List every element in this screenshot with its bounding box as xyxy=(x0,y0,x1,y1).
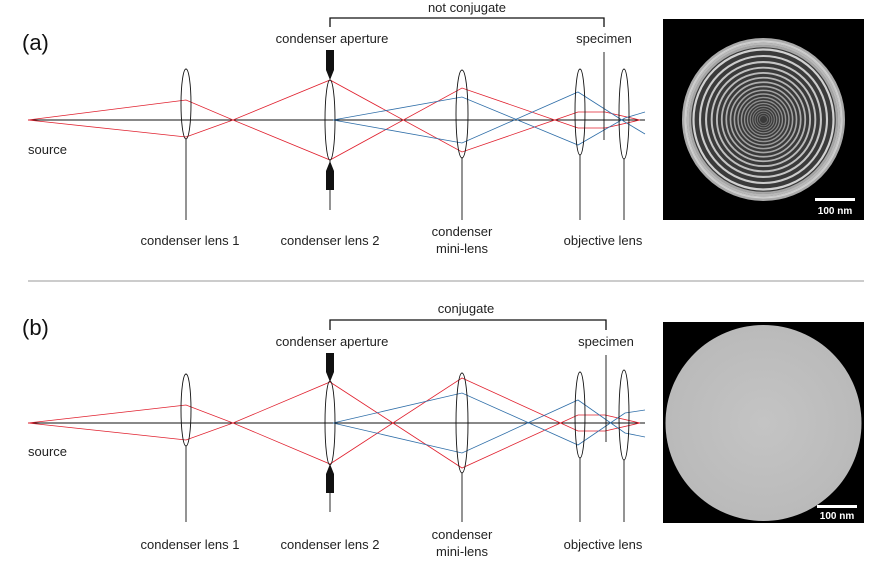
panel-a-aperture-blade-top xyxy=(326,50,334,80)
panel-b-condenser-lens-2-label: condenser lens 2 xyxy=(280,537,379,552)
panel-a-aperture-blade-bottom xyxy=(326,161,334,190)
panel-a-aperture-label: condenser aperture xyxy=(276,31,389,46)
panel-a-bracket-label: not conjugate xyxy=(428,0,506,15)
panel-b-objective-lens-label: objective lens xyxy=(564,537,643,552)
panel-b-scale-bar xyxy=(817,505,857,508)
panel-b-aperture-blade-top xyxy=(326,353,334,382)
panel-b-bracket: conjugate xyxy=(329,301,607,330)
panel-b-micrograph: 100 nm xyxy=(663,322,864,523)
panel-b-bracket-label: conjugate xyxy=(438,301,494,316)
panel-b-specimen-label: specimen xyxy=(578,334,634,349)
panel-a-scale-bar xyxy=(815,198,855,201)
panel-b-condenser-mini-lens xyxy=(455,372,469,522)
panel-a-micrograph: 100 nm xyxy=(663,19,864,220)
panel-a-mini-lens-label-line1: condenser xyxy=(432,224,493,239)
panel-a-condenser-lens-1 xyxy=(180,68,192,220)
panel-a-blue-ray-upper xyxy=(332,96,646,146)
panel-b-blue-ray-lower xyxy=(332,399,646,454)
panel-a: (a) not conjugate xyxy=(22,0,864,256)
panel-b-aperture-blade-bottom xyxy=(326,464,334,493)
panel-a-red-ray-lower xyxy=(27,87,641,161)
panel-a-scale-bar-label: 100 nm xyxy=(818,206,853,217)
panel-b-mini-lens-label-line1: condenser xyxy=(432,527,493,542)
panel-b-uniform-disk xyxy=(665,325,862,521)
panel-b-red-ray-upper xyxy=(27,381,641,469)
panel-b-red-ray-lower xyxy=(27,377,641,465)
panel-a-condenser-lens-1-label: condenser lens 1 xyxy=(140,233,239,248)
panel-a-condenser-lens-2 xyxy=(324,50,336,210)
panel-a-condenser-mini-lens xyxy=(455,69,469,220)
panel-b: (b) conjugate xyxy=(22,301,864,559)
panel-b-aperture-label: condenser aperture xyxy=(276,334,389,349)
panel-b-condenser-lens-2 xyxy=(324,353,336,512)
panel-a-objective-lens-label: objective lens xyxy=(564,233,643,248)
panel-b-condenser-lens-1-label: condenser lens 1 xyxy=(140,537,239,552)
panel-a-label: (a) xyxy=(22,30,49,55)
panel-a-source-label: source xyxy=(28,142,67,157)
panel-b-objective-lens-1 xyxy=(574,371,586,522)
panel-b-objective-lens-2 xyxy=(618,369,630,522)
panel-b-condenser-lens-1 xyxy=(180,373,192,522)
panel-a-bracket: not conjugate xyxy=(329,0,605,27)
panel-b-scale-bar-label: 100 nm xyxy=(820,511,855,522)
panel-a-condenser-lens-2-label: condenser lens 2 xyxy=(280,233,379,248)
panel-a-fringe-rings xyxy=(682,38,845,201)
panel-a-specimen-label: specimen xyxy=(576,31,632,46)
panel-b-source-label: source xyxy=(28,444,67,459)
panel-a-objective-lens-2 xyxy=(618,68,630,220)
panel-a-mini-lens-label-line2: mini-lens xyxy=(436,241,489,256)
panel-a-blue-ray-lower xyxy=(332,91,646,144)
panel-b-blue-ray-upper xyxy=(332,392,646,446)
panel-a-red-ray-upper xyxy=(27,79,641,153)
panel-a-objective-lens-1 xyxy=(574,68,586,220)
panel-b-mini-lens-label-line2: mini-lens xyxy=(436,544,489,559)
panel-b-label: (b) xyxy=(22,315,49,340)
